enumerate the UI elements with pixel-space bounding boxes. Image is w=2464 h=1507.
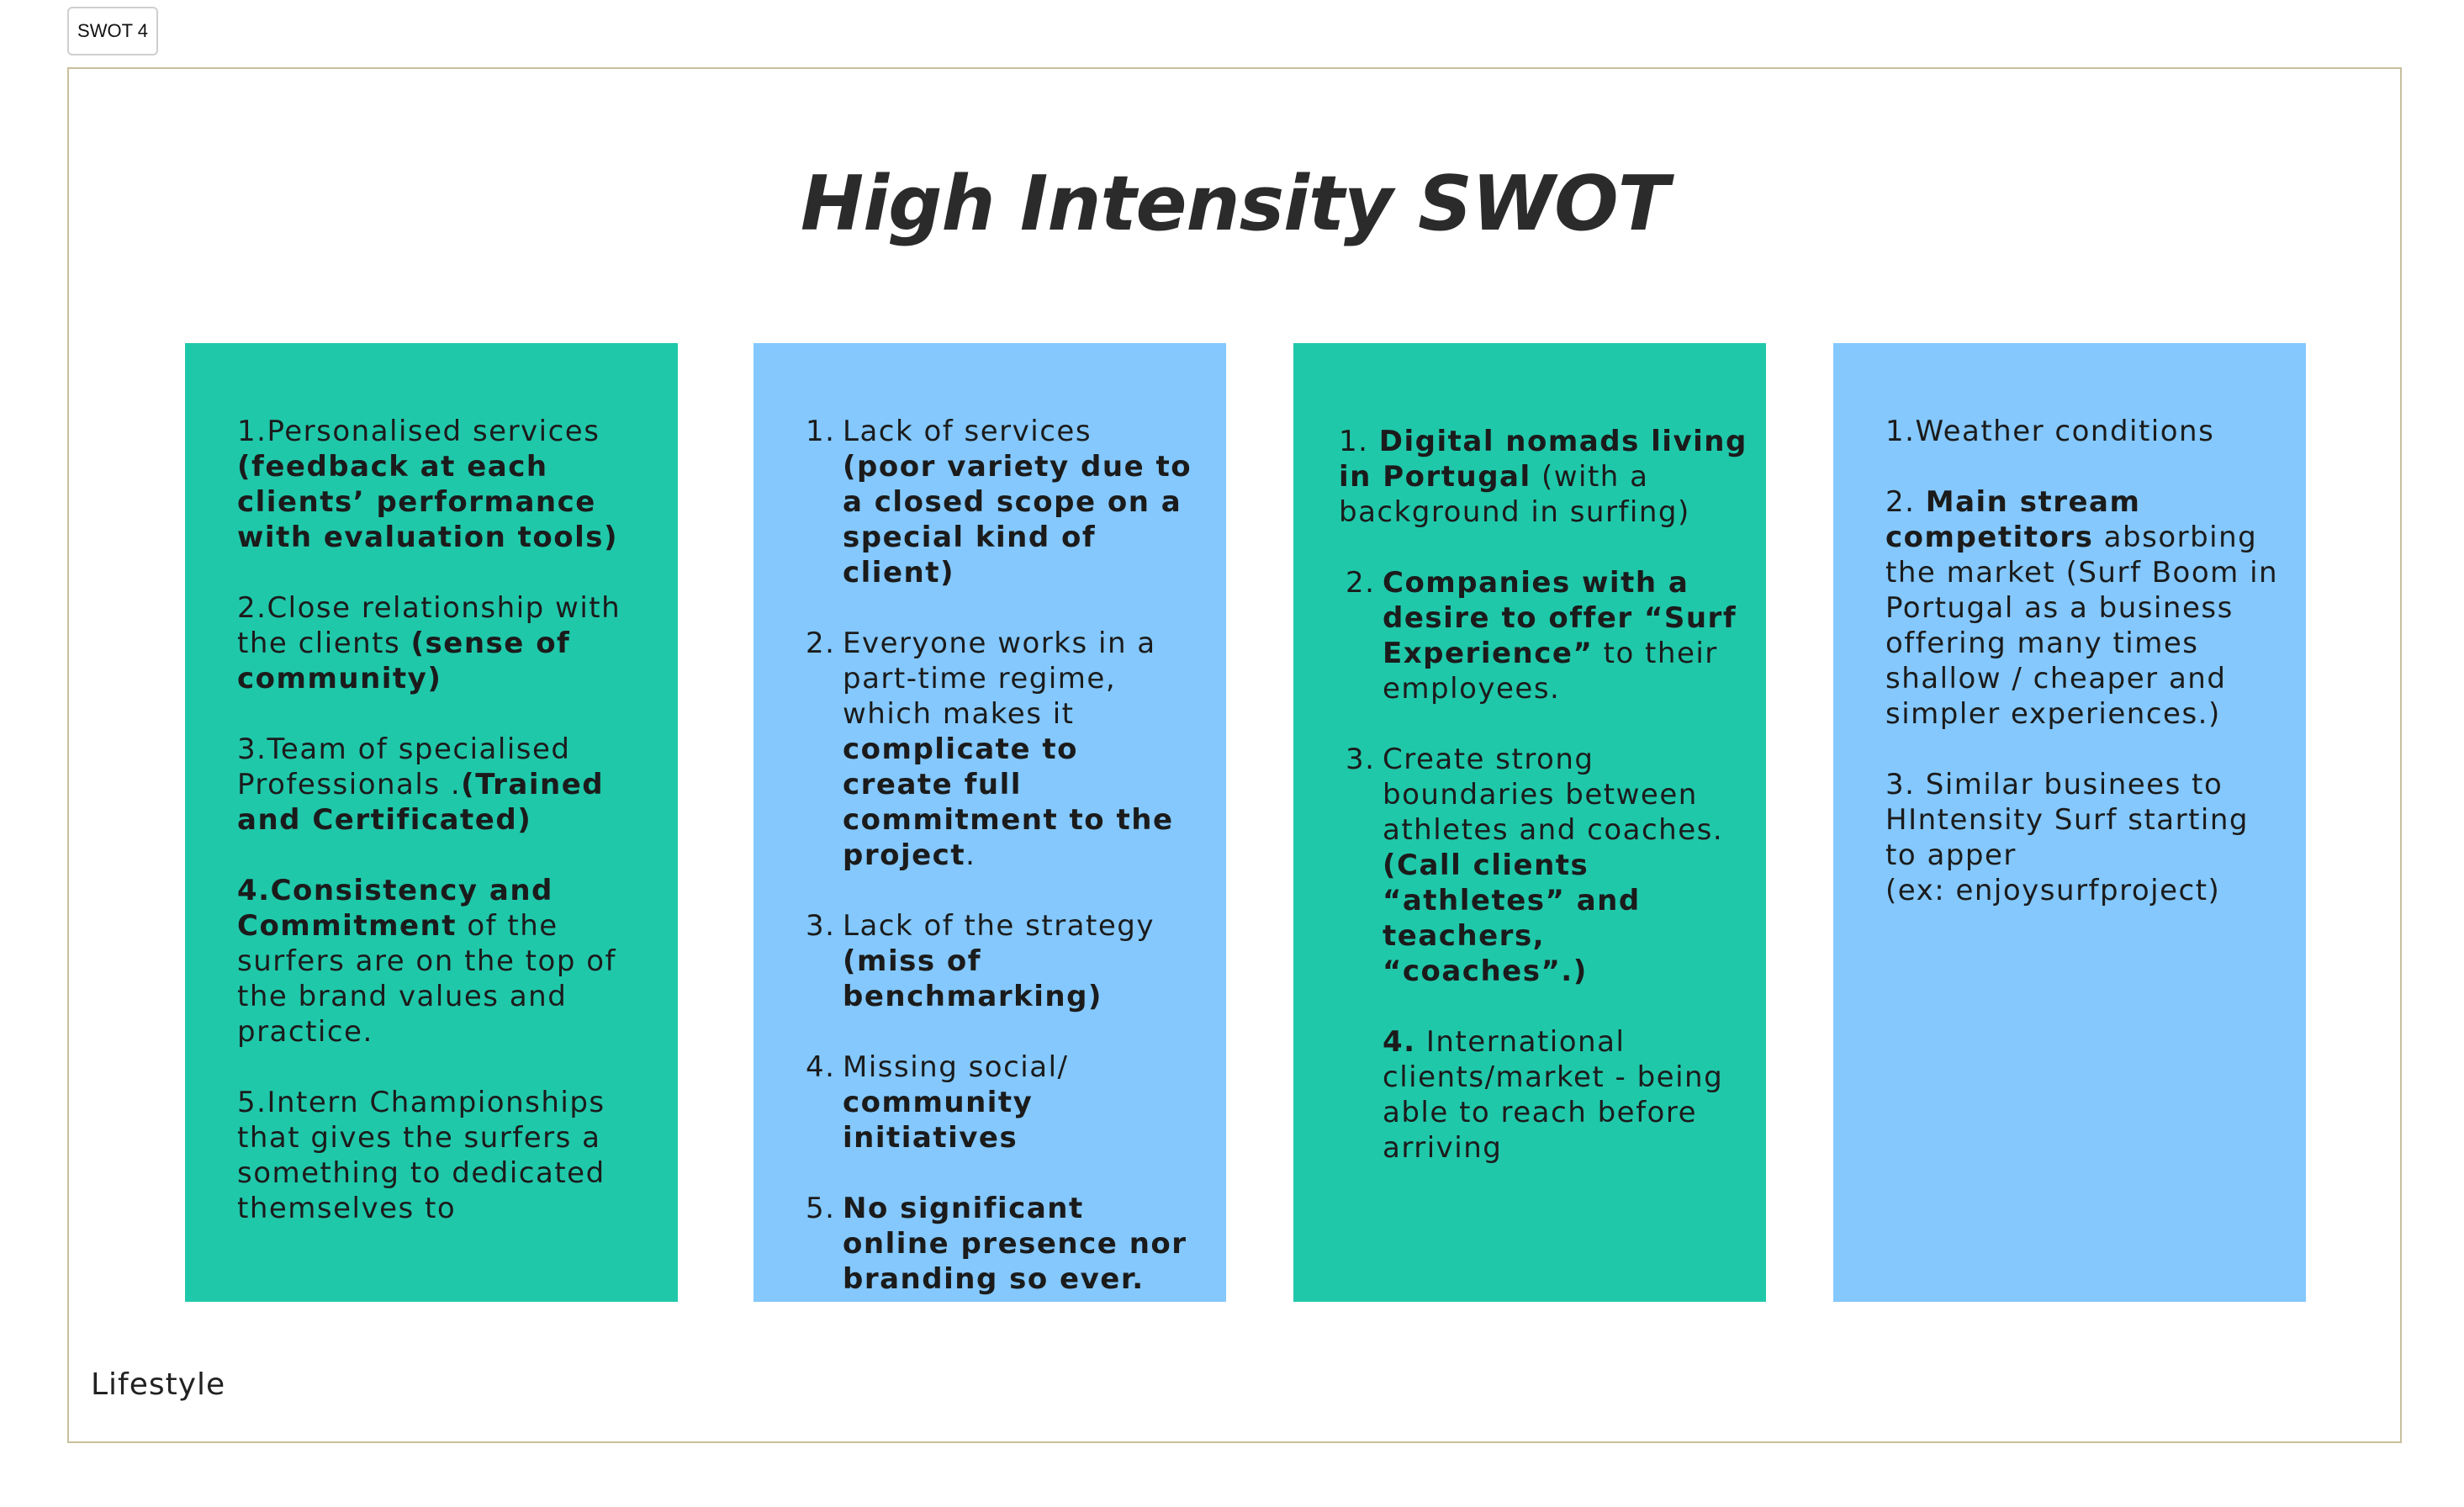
weakness-item-5: 5.No significant online presence nor bra… — [806, 1192, 1187, 1296]
strength-item-3: 3.Team of specialised Professionals .(Tr… — [237, 732, 605, 837]
opportunity-item-1: 1. Digital nomads living in Portugal (wi… — [1339, 425, 1748, 529]
threat-item-1: 1.Weather conditions — [1885, 415, 2215, 448]
threat-item-2: 2. Main stream competitors absorbing the… — [1885, 485, 2279, 731]
strength-item-1: 1.Personalised services (feedback at eac… — [237, 415, 619, 554]
weakness-item-1: 1.Lack of services (poor variety due to … — [806, 415, 1192, 590]
opportunity-item-4: 4. International clients/market - being … — [1383, 1025, 1724, 1165]
opportunities-card: 1. Digital nomads living in Portugal (wi… — [1293, 343, 1766, 1302]
threat-item-3: 3. Similar businees to HIntensity Surf s… — [1885, 768, 2250, 907]
swot-frame: High Intensity SWOT 1.Personalised servi… — [67, 67, 2402, 1443]
weaknesses-card: 1.Lack of services (poor variety due to … — [753, 343, 1226, 1302]
opportunity-item-2: 2.Companies with a desire to offer “Surf… — [1346, 566, 1737, 706]
weakness-item-4: 4.Missing social/ community initiatives — [806, 1050, 1069, 1155]
weakness-item-3: 3.Lack of the strategy (miss of benchmar… — [806, 909, 1155, 1013]
strength-item-4: 4.Consistency and Commitment of the surf… — [237, 874, 616, 1049]
tab-swot-4[interactable]: SWOT 4 — [67, 7, 158, 56]
weakness-item-2: 2.Everyone works in a part-time regime, … — [806, 627, 1174, 872]
page-title: High Intensity SWOT — [800, 160, 1669, 248]
opportunity-item-3: 3.Create strong boundaries between athle… — [1346, 743, 1724, 988]
lifestyle-label: Lifestyle — [91, 1367, 226, 1402]
strength-item-5: 5.Intern Championships that gives the su… — [237, 1086, 605, 1225]
strength-item-2: 2.Close relationship with the clients (s… — [237, 591, 621, 695]
strengths-card: 1.Personalised services (feedback at eac… — [185, 343, 678, 1302]
threats-card: 1.Weather conditions 2. Main stream comp… — [1833, 343, 2306, 1302]
